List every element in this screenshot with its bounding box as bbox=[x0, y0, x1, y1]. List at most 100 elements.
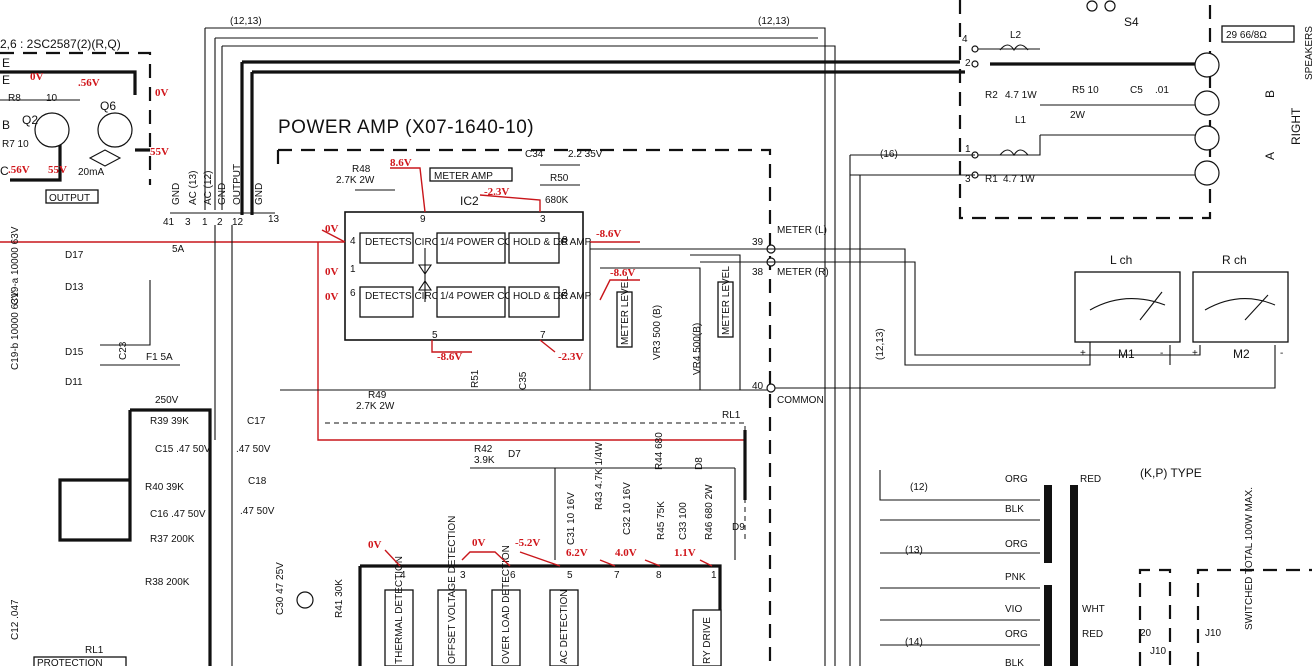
r46-label: R46 680 2W bbox=[704, 484, 715, 540]
red-label-1: RED bbox=[1080, 474, 1101, 485]
r51-label: R51 bbox=[470, 369, 481, 388]
conn-label-ac13: AC (13) bbox=[188, 171, 199, 205]
right-label: RIGHT bbox=[1289, 107, 1303, 145]
v-output-4: 55V bbox=[150, 146, 169, 158]
conn-pin-3: 3 bbox=[185, 217, 191, 228]
block-detects-1: DETECTS CIRCUIT bbox=[365, 237, 455, 248]
l1-label: L1 bbox=[1015, 115, 1027, 126]
transformer-section: (K,P) TYPE (12) (13) (14) (12,13) ORG BL… bbox=[875, 328, 1312, 666]
top-bus: (12,13) (12,13) bbox=[204, 16, 965, 666]
f2-label: 5A bbox=[172, 244, 185, 255]
connector-strip: GND AC (13) AC (12) GND OUTPUT GND 41 3 … bbox=[0, 164, 350, 666]
bus12-label: (12) bbox=[910, 482, 928, 493]
bus13-label: (13) bbox=[905, 545, 923, 556]
prot-pin-3: 3 bbox=[460, 570, 466, 581]
l2-label: L2 bbox=[1010, 30, 1022, 41]
d17-label: D17 bbox=[65, 250, 84, 261]
wire-blk-1: BLK bbox=[1005, 504, 1024, 515]
current-label: 20mA bbox=[78, 167, 104, 178]
r50-label: R50 bbox=[550, 173, 569, 184]
vr4-label: VR4 500(B) bbox=[692, 323, 703, 375]
c34-label: C34 bbox=[525, 149, 544, 160]
v-prot-1: 1.1V bbox=[674, 547, 696, 559]
v-output-2: .56V bbox=[78, 77, 100, 89]
rl1-bottom-label: RL1 bbox=[85, 645, 104, 656]
r41-label: R41 30K bbox=[334, 579, 345, 618]
prot-pin-7: 7 bbox=[614, 570, 620, 581]
ic-pin-6: 6 bbox=[350, 288, 356, 299]
c12-label: C12 .047 bbox=[10, 599, 21, 640]
b-label: B bbox=[1263, 90, 1277, 98]
v-pin7: -2.3V bbox=[558, 351, 583, 363]
v-pin3: -2.3V bbox=[484, 186, 509, 198]
v-prot-3: 0V bbox=[472, 537, 486, 549]
f1-voltage: 250V bbox=[155, 395, 179, 406]
block-compresser-1: 1/4 POWER COMPRESSER bbox=[440, 237, 568, 248]
vr3-label: VR3 500 (B) bbox=[652, 305, 663, 360]
conn-label-gnd3: GND bbox=[254, 183, 265, 205]
emitter-label-2: E bbox=[2, 73, 10, 87]
d11-label: D11 bbox=[65, 377, 83, 388]
meters: L ch R ch + M1 - + M2 - bbox=[1074, 253, 1289, 361]
v-pin5: -8.6V bbox=[437, 351, 462, 363]
block-hold-1: HOLD & DC AMP bbox=[513, 237, 592, 248]
r37-label: R37 200K bbox=[150, 534, 195, 545]
r5-watt: 2W bbox=[1070, 110, 1086, 121]
pin-39: 39 bbox=[752, 237, 764, 248]
s4-label: S4 bbox=[1124, 15, 1139, 29]
v-pin4: 0V bbox=[325, 223, 339, 235]
r43-label: R43 4.7K 1/4W bbox=[594, 442, 605, 510]
bus14-label: (14) bbox=[905, 637, 923, 648]
spk-pin-1: 1 bbox=[965, 144, 971, 155]
c15-label: C15 .47 50V bbox=[155, 444, 211, 455]
meter-l-label: METER (L) bbox=[777, 225, 827, 236]
prot-pin-4: 4 bbox=[400, 570, 406, 581]
ic-pin-4: 4 bbox=[350, 236, 356, 247]
protection-label: PROTECTION bbox=[37, 658, 103, 666]
common-label: COMMON bbox=[777, 395, 824, 406]
pin-40: 40 bbox=[752, 381, 764, 392]
red-label-2: RED bbox=[1082, 629, 1103, 640]
ic-parts: R48 2.7K 2W C34 2.2 35V R50 680K R49 2.7… bbox=[280, 149, 770, 412]
c17-label: C17 bbox=[247, 416, 266, 427]
block-ac-detect: AC DETECTION bbox=[559, 590, 570, 664]
block-offset: OFFSET VOLTAGE DETECTION bbox=[447, 516, 458, 664]
ic-pin-7: 7 bbox=[540, 330, 546, 341]
c16-label: C16 .47 50V bbox=[150, 509, 206, 520]
q2-label: Q2 bbox=[22, 113, 38, 127]
c35-label: C35 bbox=[518, 371, 529, 390]
v-pin1: 0V bbox=[325, 266, 339, 278]
spk-pin-4: 4 bbox=[962, 34, 968, 45]
collector-label: C bbox=[0, 164, 9, 178]
spk-pin-2: 2 bbox=[965, 58, 971, 69]
block-ry-drive: RY DRIVE bbox=[702, 617, 713, 664]
c30-label: C30 47 25V bbox=[275, 562, 286, 615]
v-meter: -8.6V bbox=[610, 267, 635, 279]
switched-label: SWITCHED TOTAL 100W MAX. bbox=[1244, 487, 1255, 630]
wht-label: WHT bbox=[1082, 604, 1105, 615]
d8-label: D8 bbox=[694, 457, 705, 470]
rch-label: R ch bbox=[1222, 253, 1247, 267]
d13-label: D13 bbox=[65, 282, 84, 293]
meter-r-label: METER (R) bbox=[777, 267, 829, 278]
v-output-5: .56V bbox=[8, 164, 30, 176]
lch-label: L ch bbox=[1110, 253, 1132, 267]
emitter-label-1: E bbox=[2, 56, 10, 70]
output-header: 2,6 : 2SC2587(2)(R,Q) bbox=[0, 37, 121, 51]
f1-label: F1 5A bbox=[146, 352, 173, 363]
r1-label: R1 bbox=[985, 174, 998, 185]
c19b-label: C19-b 10000 63V bbox=[10, 291, 21, 370]
d9-label: D9 bbox=[732, 522, 745, 533]
type-label: (K,P) TYPE bbox=[1140, 466, 1202, 480]
block-detects-2: DETECTS CIRCUIT bbox=[365, 291, 455, 302]
c19a-label: C19-a 10000 63V bbox=[10, 226, 21, 305]
r7-label: R7 10 bbox=[2, 139, 29, 150]
conn-pin-12: 12 bbox=[232, 217, 244, 228]
conn-label-ac12: AC (12) bbox=[203, 171, 214, 205]
m2-label: M2 bbox=[1233, 347, 1250, 361]
conn-pin-13: 13 bbox=[268, 214, 280, 225]
c18-label: C18 bbox=[248, 476, 267, 487]
v-pin6: 0V bbox=[325, 291, 339, 303]
v-output-6: 55V bbox=[48, 164, 67, 176]
